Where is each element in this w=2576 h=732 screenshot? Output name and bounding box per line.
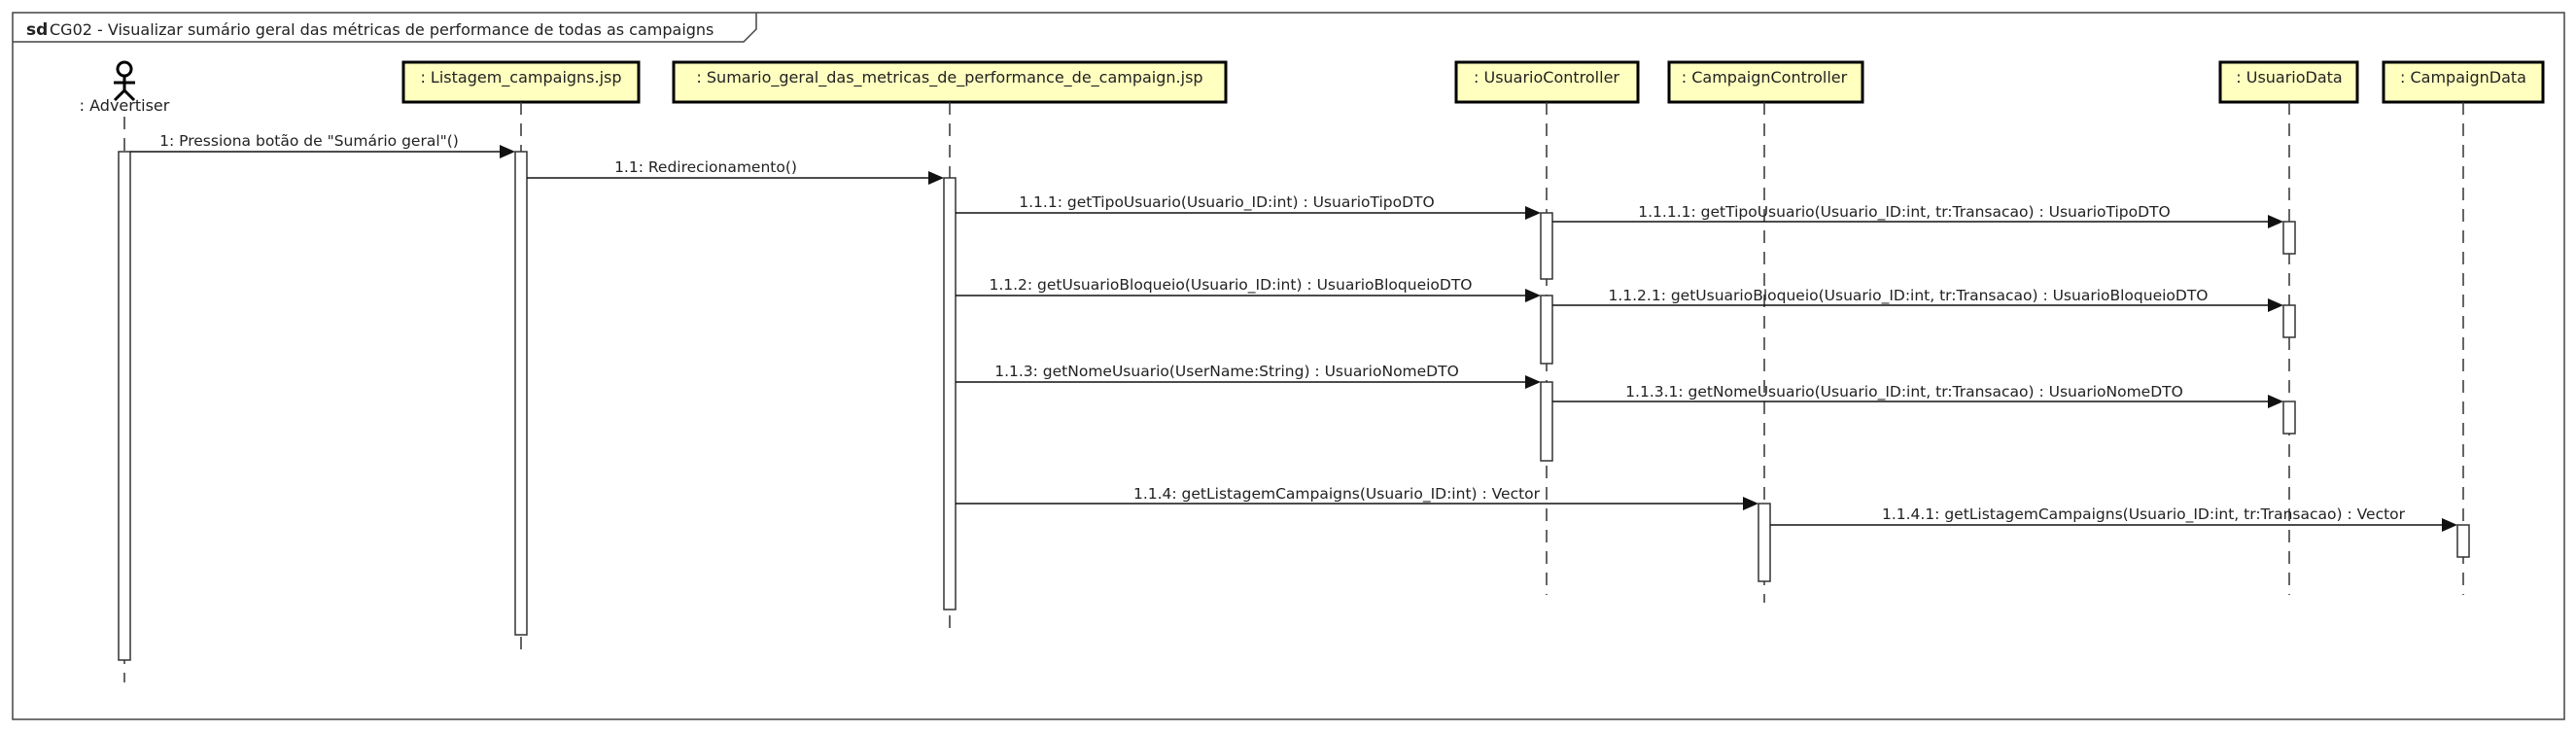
- arrowhead-icon: [928, 171, 944, 185]
- lifeline-label: : Listagem_campaigns.jsp: [420, 68, 621, 87]
- lifeline-label: : CampaignController: [1682, 68, 1848, 87]
- arrowhead-icon: [2268, 215, 2283, 228]
- lifeline-box: [1667, 60, 1864, 104]
- actor-advertiser: : Advertiser: [80, 60, 170, 682]
- frame-keyword: sd: [26, 20, 48, 40]
- message-label: 1.1.2: getUsuarioBloqueio(Usuario_ID:int…: [989, 276, 1472, 295]
- arrowhead-icon: [2268, 395, 2283, 408]
- frame-title: CG02 - Visualizar sumário geral das métr…: [50, 20, 714, 39]
- lifeline-box: [2382, 60, 2545, 104]
- lifeline-usuario-data: : UsuarioData: [2218, 60, 2359, 595]
- lifeline-label: : UsuarioData: [2236, 68, 2342, 87]
- activation-bar: [1758, 503, 1771, 582]
- activation-bar: [2282, 304, 2296, 338]
- activation-bar: [943, 177, 957, 610]
- arrowhead-icon: [2442, 518, 2457, 532]
- message-1-1-4: 1.1.4: getListagemCampaigns(Usuario_ID:i…: [956, 485, 1758, 510]
- arrowhead-icon: [500, 145, 515, 158]
- message-1-1-4-1: 1.1.4.1: getListagemCampaigns(Usuario_ID…: [1770, 505, 2457, 532]
- lifeline-box: [401, 60, 641, 104]
- message-1-1-3-1: 1.1.3.1: getNomeUsuario(Usuario_ID:int, …: [1552, 383, 2283, 408]
- lifeline-listagem-campaigns: : Listagem_campaigns.jsp: [401, 60, 641, 657]
- activation-bar: [1540, 381, 1553, 462]
- lifeline-campaign-controller: : CampaignController: [1667, 60, 1864, 603]
- message-1-1-2-1: 1.1.2.1: getUsuarioBloqueio(Usuario_ID:i…: [1552, 287, 2283, 312]
- message-1-1-2: 1.1.2: getUsuarioBloqueio(Usuario_ID:int…: [956, 276, 1541, 302]
- arrowhead-icon: [1525, 206, 1541, 220]
- message-1-1: 1.1: Redirecionamento(): [527, 158, 944, 185]
- arrowhead-icon: [1525, 289, 1541, 302]
- message-label: 1.1.3: getNomeUsuario(UserName:String) :…: [994, 363, 1459, 380]
- message-1-1-1: 1.1.1: getTipoUsuario(Usuario_ID:int) : …: [956, 193, 1541, 220]
- stick-figure-icon: [113, 60, 136, 102]
- activation-bar: [1540, 295, 1553, 365]
- message-label: 1.1.1.1: getTipoUsuario(Usuario_ID:int, …: [1638, 203, 2170, 222]
- lifeline-sumario-geral: : Sumario_geral_das_metricas_de_performa…: [672, 60, 1228, 632]
- message-label: 1.1.4.1: getListagemCampaigns(Usuario_ID…: [1882, 505, 2406, 524]
- activation-bar: [118, 151, 131, 661]
- message-1-1-3: 1.1.3: getNomeUsuario(UserName:String) :…: [956, 363, 1541, 389]
- activation-bar: [514, 151, 528, 636]
- lifeline-label: : CampaignData: [2400, 68, 2526, 87]
- lifeline-label: : UsuarioController: [1474, 68, 1619, 87]
- arrowhead-icon: [2268, 298, 2283, 312]
- message-1-1-1-1: 1.1.1.1: getTipoUsuario(Usuario_ID:int, …: [1552, 203, 2283, 228]
- message-label: 1.1: Redirecionamento(): [614, 158, 797, 176]
- diagram-frame: sd CG02 - Visualizar sumário geral das m…: [12, 12, 2565, 720]
- activation-bar: [1540, 212, 1553, 280]
- message-label: 1.1.1: getTipoUsuario(Usuario_ID:int) : …: [1019, 193, 1434, 212]
- message-label: 1.1.4: getListagemCampaigns(Usuario_ID:i…: [1133, 485, 1541, 504]
- actor-label: : Advertiser: [80, 96, 170, 115]
- lifeline-label: : Sumario_geral_das_metricas_de_performa…: [696, 68, 1202, 87]
- activation-bar: [2282, 401, 2296, 435]
- message-1: 1: Pressiona botão de "Sumário geral"(): [130, 132, 515, 158]
- activation-bar: [2456, 524, 2470, 558]
- message-label: 1.1.2.1: getUsuarioBloqueio(Usuario_ID:i…: [1608, 287, 2208, 305]
- arrowhead-icon: [1743, 497, 1758, 510]
- lifeline-usuario-controller: : UsuarioController: [1454, 60, 1640, 595]
- lifeline-box: [1454, 60, 1640, 104]
- message-label: 1: Pressiona botão de "Sumário geral"(): [159, 132, 459, 150]
- activation-bar: [2282, 221, 2296, 255]
- arrowhead-icon: [1525, 375, 1541, 389]
- message-label: 1.1.3.1: getNomeUsuario(Usuario_ID:int, …: [1625, 383, 2183, 401]
- lifeline-campaign-data: : CampaignData: [2382, 60, 2545, 595]
